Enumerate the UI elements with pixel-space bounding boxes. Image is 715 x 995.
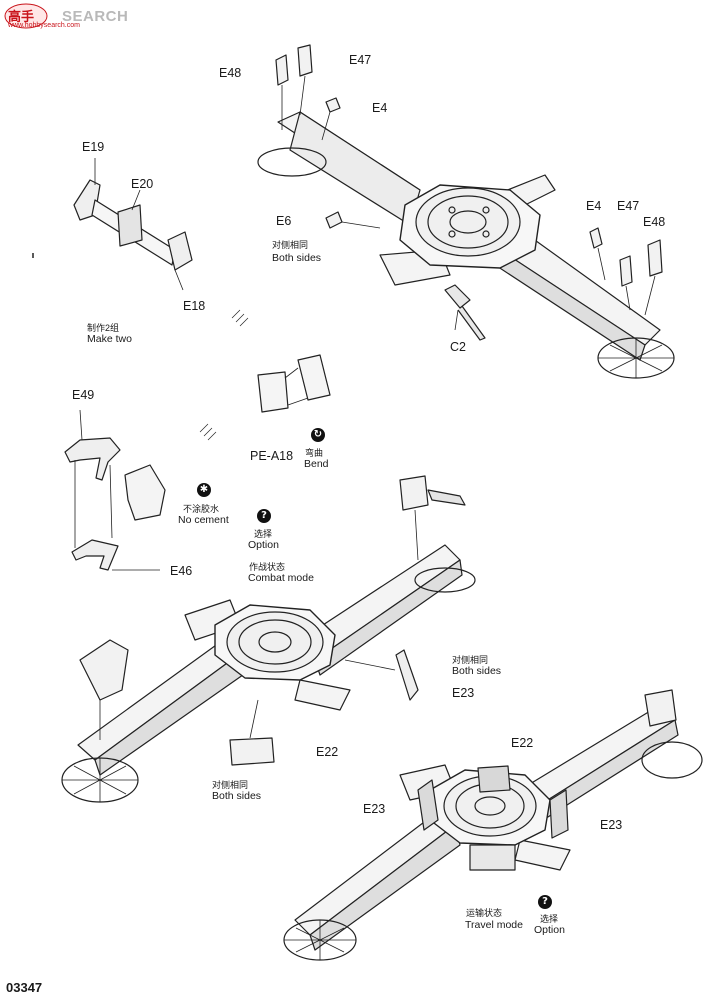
label-option-cn: 选择 (540, 914, 559, 924)
label-e47: E47 (617, 199, 640, 213)
question-icon: ? (257, 509, 271, 523)
label-e49: E49 (72, 388, 95, 402)
label-travel-mode: Travel mode (465, 919, 523, 931)
platform-drawing-travel (283, 689, 703, 961)
label-e23: E23 (452, 686, 475, 700)
page-number: 03347 (6, 980, 43, 995)
label-e23: E23 (363, 802, 386, 816)
label-both-sides-cn: 对侧相同 (452, 655, 489, 665)
label-both-sides: Both sides (452, 665, 502, 677)
e49-e46-drawing (64, 409, 166, 571)
platform-drawing-combat (61, 475, 476, 803)
pe-a18-drawing (257, 354, 331, 413)
question-icon: ? (538, 895, 552, 909)
label-make-two: Make two (87, 333, 132, 345)
label-e6: E6 (276, 214, 292, 228)
bracket-drawing (73, 158, 193, 291)
bend-icon: ↻ (311, 428, 325, 442)
watermark-url: www.hobbysearch.com (8, 22, 80, 29)
label-combat-mode-cn: 作战状态 (249, 562, 286, 572)
label-bend: Bend (304, 458, 329, 470)
label-e48: E48 (643, 215, 666, 229)
watermark-cn: 高手 (8, 9, 35, 24)
label-pe-a18: PE-A18 (250, 449, 294, 463)
label-make-two-cn: 制作2组 (87, 323, 120, 333)
label-e46: E46 (170, 564, 193, 578)
watermark: SEARCH (4, 2, 128, 30)
label-e20: E20 (131, 177, 154, 191)
label-e47: E47 (349, 53, 372, 67)
label-bend-cn: 弯曲 (305, 448, 324, 458)
watermark-brand: SEARCH (62, 7, 129, 25)
label-e22: E22 (511, 736, 534, 750)
label-no-cement: No cement (178, 514, 229, 526)
label-c2: C2 (450, 340, 466, 354)
label-e22: E22 (316, 745, 339, 759)
label-both-sides: Both sides (212, 790, 262, 802)
label-option: Option (534, 924, 565, 936)
label-option: Option (248, 539, 279, 551)
label-e19: E19 (82, 140, 105, 154)
label-e23: E23 (600, 818, 623, 832)
no-glue-icon: ✱ (197, 483, 211, 497)
label-e4: E4 (372, 101, 388, 115)
label-both-sides-cn: 对侧相同 (212, 780, 249, 790)
label-travel-mode-cn: 运输状态 (466, 908, 503, 918)
label-both-sides: Both sides (272, 252, 322, 264)
label-option-cn: 选择 (254, 529, 273, 539)
hobbysearch-logo (4, 3, 48, 29)
label-both-sides-cn: 对侧相同 (272, 240, 309, 250)
label-no-cement-cn: 不涂胶水 (183, 504, 220, 514)
label-e48: E48 (219, 66, 242, 80)
label-e4: E4 (586, 199, 602, 213)
platform-drawing-top (257, 44, 675, 379)
label-e18: E18 (183, 299, 206, 313)
label-combat-mode: Combat mode (248, 572, 314, 584)
